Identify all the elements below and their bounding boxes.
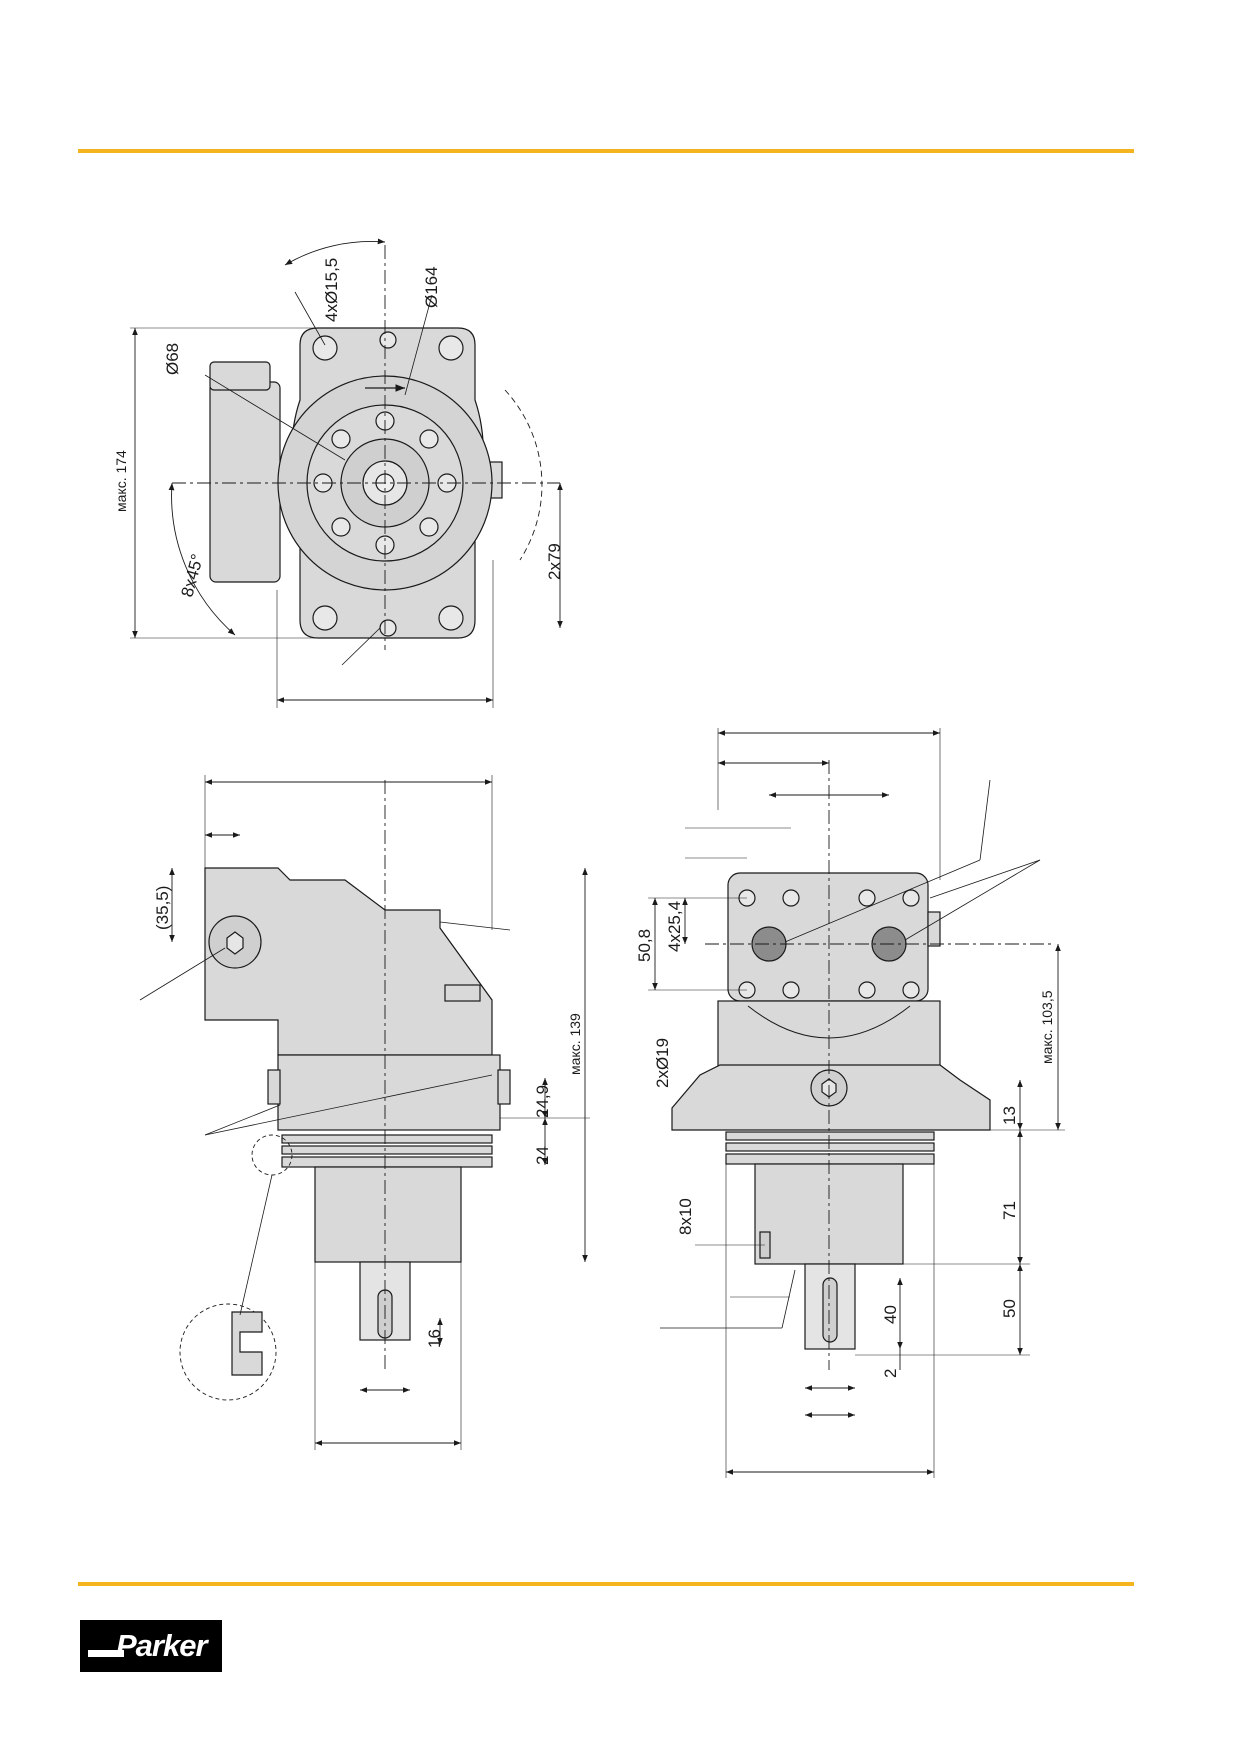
side-upper-body	[204, 867, 493, 1056]
dim-port-pattern-h: 4x25,4	[665, 901, 684, 952]
header-rule	[78, 149, 1134, 153]
front-view	[130, 238, 563, 708]
dim-port-pattern-v: 50,8	[635, 929, 654, 962]
side-flange	[277, 1054, 501, 1131]
dim-flange-depth: 24	[533, 1146, 552, 1165]
dim-pilot: Ø68	[163, 343, 182, 375]
front-side-housing	[209, 381, 281, 583]
dim-port-spacing: 2x79	[545, 543, 564, 580]
dim-key-offset: 2	[881, 1369, 900, 1378]
dim-chamfer: 8x45°	[178, 552, 208, 599]
side-view-labels: (35,5) макс. 139 24,9 24 16	[153, 886, 583, 1348]
dim-pitch-circle: Ø164	[422, 266, 441, 308]
dim-top-height: макс. 103,5	[1039, 990, 1055, 1064]
footer-rule	[78, 1582, 1134, 1586]
dim-flange-offset: 24,9	[533, 1085, 552, 1118]
dim-port-dia: 2xØ19	[653, 1038, 672, 1088]
dim-key-size: 8x10	[676, 1198, 695, 1235]
front-side-cap	[209, 361, 271, 391]
side-detail-large	[179, 1303, 277, 1401]
side-flange-left-stub	[267, 1069, 281, 1105]
side-hex-socket	[226, 931, 244, 955]
side-view	[139, 775, 590, 1450]
front-mount-holes	[312, 331, 464, 637]
parker-logo: Parker	[80, 1620, 222, 1672]
side-flange-right-stub	[497, 1069, 511, 1105]
top-port-block-side	[927, 911, 941, 947]
dim-bolt-holes: 4xØ15,5	[322, 258, 341, 322]
side-small-block	[444, 984, 481, 1002]
dim-shaft-len: 50	[1000, 1299, 1019, 1318]
dim-front-height: макс. 174	[113, 450, 129, 512]
dim-key-width: 16	[425, 1329, 444, 1348]
front-view-labels: 4xØ15,5 Ø164 Ø68 макс. 174 8x45° 2x79	[113, 258, 564, 599]
dim-pilot-len: 71	[1000, 1201, 1019, 1220]
dim-offset: (35,5)	[153, 886, 172, 930]
dim-flange-h: 13	[1000, 1106, 1019, 1125]
top-view-labels: 50,8 4x25,4 2xØ19 макс. 103,5 13 71 50 4…	[635, 901, 1055, 1378]
logo-text: Parker	[116, 1628, 208, 1663]
logo-dash	[88, 1650, 124, 1657]
side-detail-groove	[231, 1311, 263, 1376]
top-key	[822, 1277, 838, 1343]
top-port-bolts	[738, 889, 920, 999]
dim-key-len: 40	[881, 1305, 900, 1324]
dim-side-height: макс. 139	[567, 1013, 583, 1075]
side-pilot	[314, 1166, 462, 1263]
top-view	[648, 728, 1065, 1478]
